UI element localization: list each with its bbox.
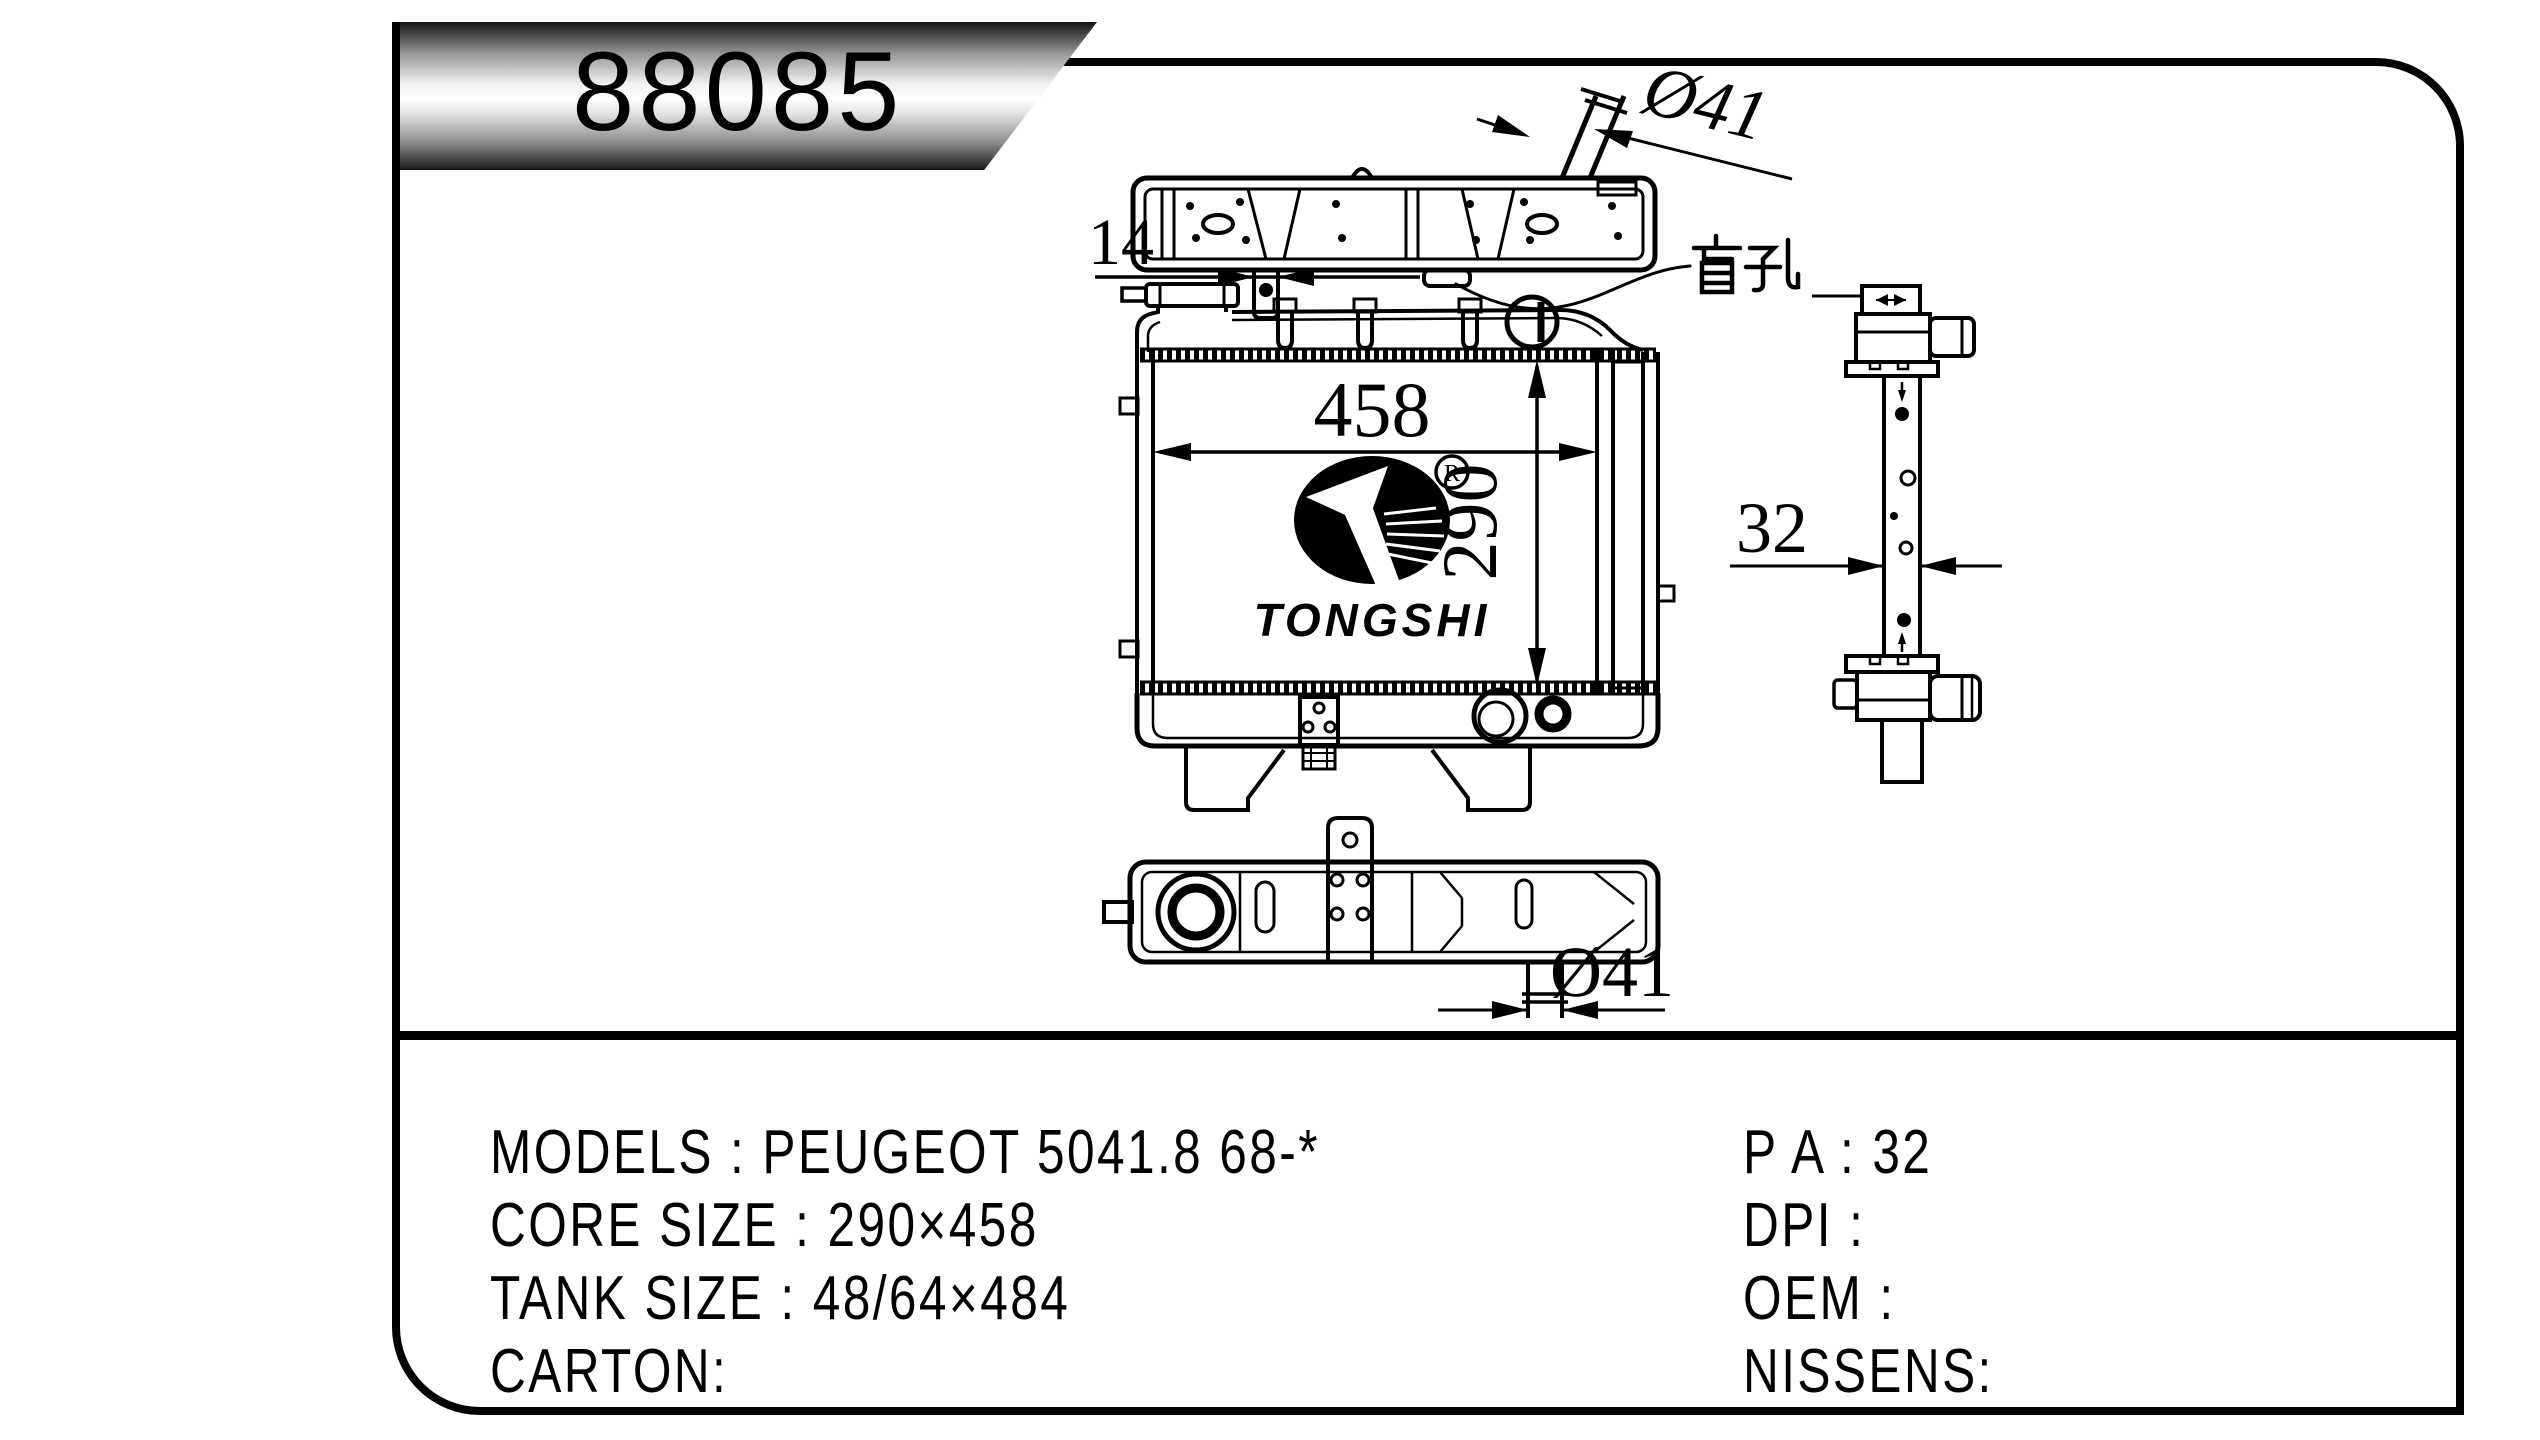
dim-core-width-label: 458 [1314,366,1431,453]
svg-text:R: R [1444,461,1460,487]
dim-inlet-diameter: Ø41 [1476,49,1793,181]
brand-name: TONGSHI [1254,594,1491,646]
dim-core-width: 458 [1153,366,1597,461]
spec-oem: OEM : [1743,1264,1896,1333]
spec-models: MODELS : PEUGEOT 5041.8 68-* [490,1118,1320,1187]
registered-mark-icon [1434,454,1470,490]
spec-nissens: NISSENS: [1743,1337,1994,1406]
part-number: 88085 [572,29,904,154]
spec-carton: CARTON: [490,1337,729,1406]
dim-outlet-diameter-label: Ø41 [1550,932,1674,1012]
part-number-banner: 88085 [392,22,1097,170]
blind-hole-label [1454,233,1801,311]
dim-outlet-diameter: Ø41 [1438,932,1674,1019]
dim-inlet-diameter-label: Ø41 [1635,49,1776,157]
spec-pa: P A : 32 [1743,1118,1933,1187]
dim-core-thickness: 32 [1730,488,2002,575]
page-frame [392,58,2464,1415]
dim-14: 14 [1088,206,1420,286]
spec-dpi: DPI : [1743,1191,1866,1260]
front-view-drawing [1118,282,1676,812]
dim-14-label: 14 [1088,206,1154,279]
top-view-drawing [1130,87,1658,320]
spec-core-size: CORE SIZE : 290×458 [490,1191,1039,1260]
tongshi-logo: R TONGSHI [1254,454,1491,646]
spec-tank-size: TANK SIZE : 48/64×484 [490,1264,1071,1333]
dim-core-thickness-label: 32 [1736,488,1808,568]
section-divider [396,1031,2464,1040]
side-view-drawing [1812,284,1982,784]
